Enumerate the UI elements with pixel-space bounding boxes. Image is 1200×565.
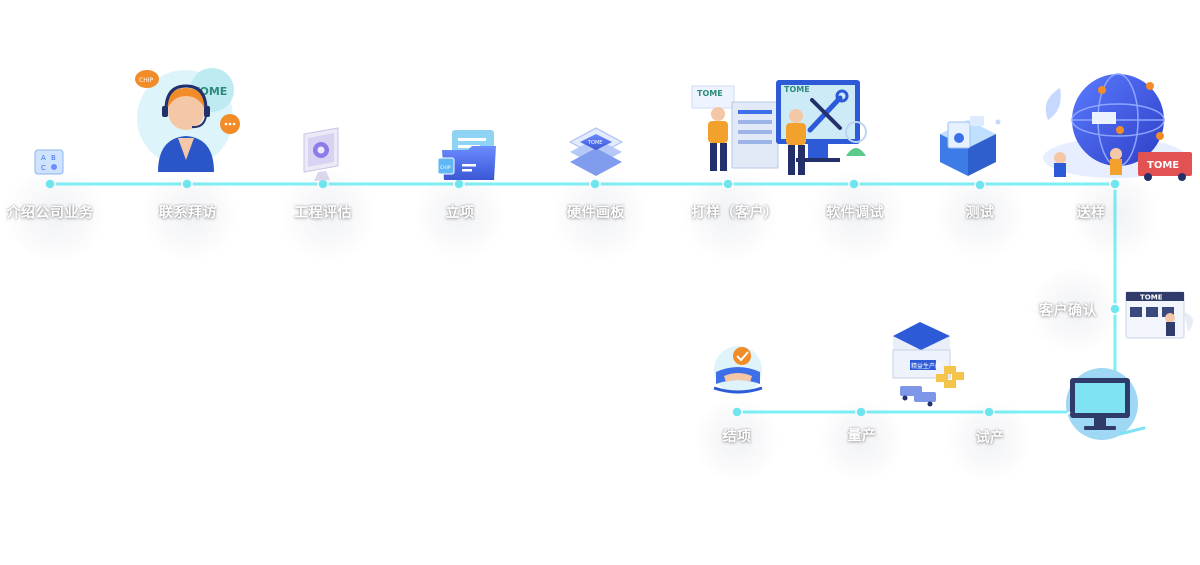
abc-board-icon: A B C [34,149,64,175]
node-dot-trial [983,406,995,418]
step-label-trial: 试产 [975,430,1005,446]
step-label-proto: 打样（客户） [691,205,779,221]
factory-sign-text: 精益生产间 [911,362,941,370]
node-dot-approve [453,178,465,190]
node-dot-hardware [589,178,601,190]
step-label-mass: 量产 [847,428,877,444]
node-dot-visit [181,178,193,190]
handshake-check-icon [713,346,763,394]
node-dot-mass [855,406,867,418]
customer-service-icon: TOME CHIP [135,68,240,172]
step-label-confirm: 客户确认 [1039,303,1097,319]
brand-text-dashboard: TOME [1140,294,1163,302]
monitor-icon [1059,368,1146,440]
node-dot-debug [848,178,860,190]
step-label-hardware: 硬件画板 [567,205,625,221]
node-dot-proto [722,178,734,190]
node-dot-intro [44,178,56,190]
svg-text:A: A [41,154,46,162]
global-shipping-icon: TOME [1043,73,1192,181]
step-label-close: 结项 [722,429,752,445]
factory-production-icon: 精益生产间 [892,322,964,407]
chip-bubble-text: CHIP [139,77,153,84]
brand-text-proto-a: TOME [697,89,723,98]
node-dot-close [731,406,743,418]
step-label-send: 送样 [1076,205,1106,221]
brand-text-truck: TOME [1147,160,1179,171]
confirmation-dashboard-icon: TOME [1125,291,1194,339]
node-dots [44,178,1121,418]
step-label-intro: 介绍公司业务 [6,205,94,221]
chip-folder-text: CHIP [440,165,451,171]
document-folder-icon: CHIP [437,130,496,180]
step-label-visit: 联系拜访 [159,205,217,221]
step-label-debug: 软件调试 [826,205,884,221]
pcb-chip-icon: TOME [568,127,624,176]
svg-text:C: C [41,164,46,172]
node-dot-send [1109,178,1121,190]
bug-test-box-icon [940,116,1001,176]
step-label-assess: 工程评估 [294,205,352,221]
node-dot-test [974,179,986,191]
svg-text:B: B [51,154,56,162]
gear-monitor-icon [303,127,339,181]
brand-text-proto-b: TOME [784,85,810,94]
brand-text-chip: TOME [587,140,602,146]
engineers-prototyping-icon: TOME TOME [691,80,867,175]
step-label-test: 测试 [965,205,995,221]
step-label-approve: 立项 [445,205,475,221]
node-dot-confirm [1109,303,1121,315]
